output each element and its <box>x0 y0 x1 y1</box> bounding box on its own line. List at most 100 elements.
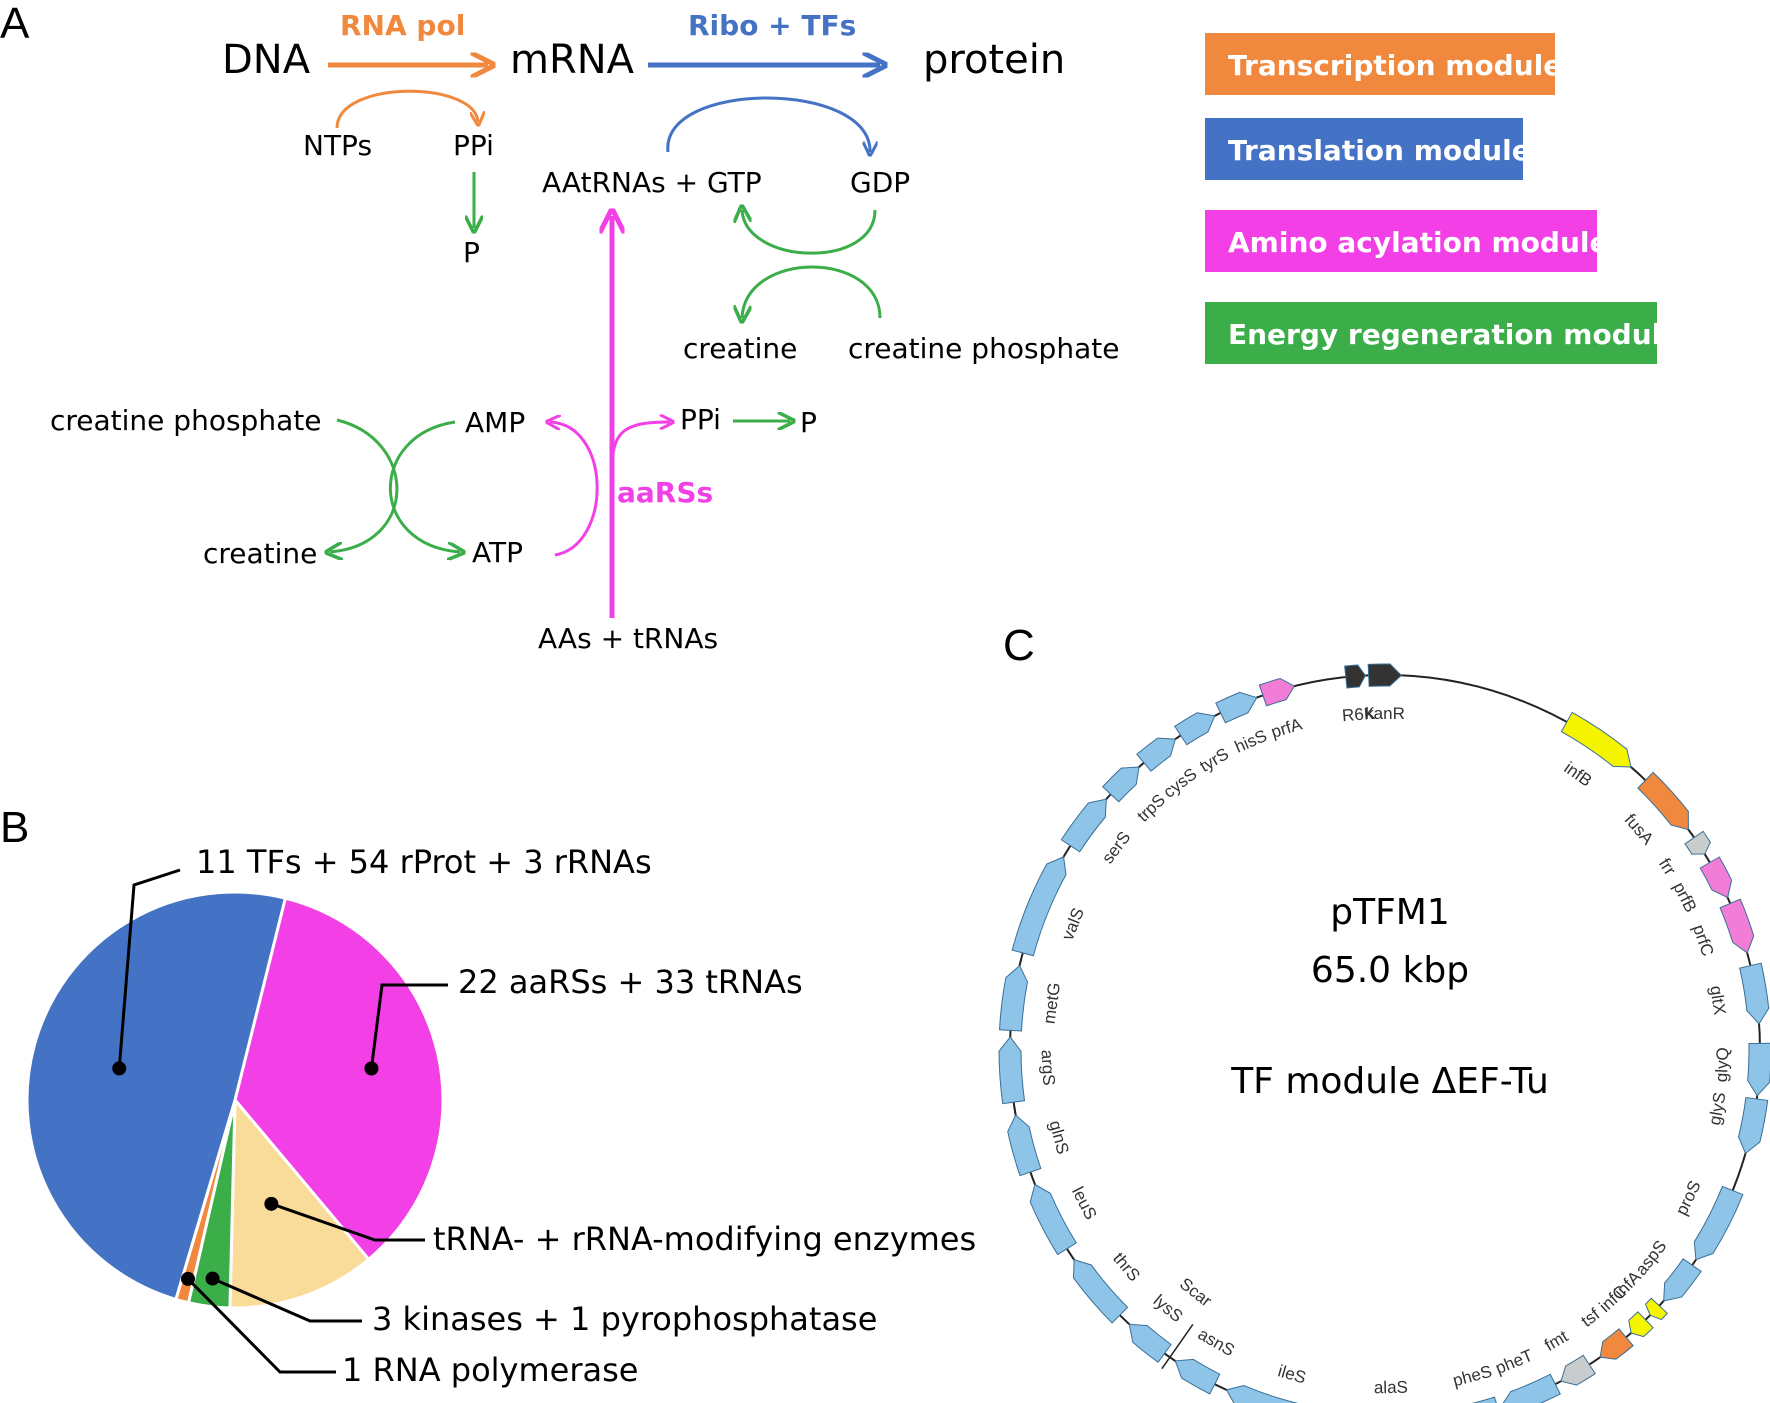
pie-slice-label: 11 TFs + 54 rProt + 3 rRNAs <box>196 843 652 881</box>
gene-arrow <box>1471 1396 1497 1403</box>
aarss-label: aaRSs <box>617 476 713 509</box>
gene-arrow <box>1684 830 1711 855</box>
creatine-phosphate-left-arrow <box>330 418 399 552</box>
creatine-right-label: creatine <box>683 332 797 365</box>
gene-arrow <box>998 1036 1026 1105</box>
gene-label: trpS <box>1133 790 1169 825</box>
gene-label: metG <box>1039 981 1064 1025</box>
plasmid-name: pTFM1 <box>1330 892 1450 933</box>
gene-arrow <box>1747 1042 1770 1097</box>
pie-slice <box>233 896 445 1262</box>
gene-arrow <box>1073 1259 1129 1324</box>
legend-swatch <box>1205 33 1555 95</box>
plasmid-size: 65.0 kbp <box>1311 950 1469 991</box>
p-mid-label: P <box>800 406 817 439</box>
creatine-left-label: creatine <box>203 537 317 570</box>
pie-label-group: tRNA- + rRNA-modifying enzymes <box>264 1196 976 1258</box>
gene-arrow <box>1560 1354 1596 1386</box>
aatrnas-gtp-label: AAtRNAs + GTP <box>542 166 762 199</box>
gene-label: aspS <box>1632 1237 1671 1279</box>
ntp-ppi-arrow <box>335 89 478 129</box>
gene-arrow <box>1101 766 1140 803</box>
aas-trnas-label: AAs + tRNAs <box>538 622 718 655</box>
pie-slice <box>228 1095 371 1310</box>
amp-label: AMP <box>465 406 525 439</box>
gene-label: prfA <box>1269 714 1305 741</box>
pie-leader-dot <box>180 1271 195 1286</box>
gene-label: valS <box>1058 905 1088 943</box>
mrna-label: mRNA <box>510 37 635 83</box>
gene-label: kanR <box>1365 704 1405 723</box>
ppi-mid-label: PPi <box>680 403 721 436</box>
legend-item: Amino acylation module <box>1205 210 1608 272</box>
gene-arrow <box>1029 1183 1077 1256</box>
gene-label: lysS <box>1150 1291 1187 1326</box>
pie-leader-dot <box>264 1196 279 1211</box>
pie-slice-label: 3 kinases + 1 pyrophosphatase <box>372 1300 877 1338</box>
gene-label: pheT <box>1493 1346 1536 1378</box>
gene-arrow <box>1599 1328 1634 1360</box>
dna-label: DNA <box>222 37 311 83</box>
pie-slice-label: tRNA- + rRNA-modifying enzymes <box>433 1220 976 1258</box>
gene-arrow <box>1663 1258 1702 1302</box>
pie-chart <box>25 890 445 1310</box>
creatine-phosphate-right-label: creatine phosphate <box>848 332 1119 365</box>
gene-arrow <box>1560 711 1632 768</box>
gene-arrow <box>1644 1297 1669 1321</box>
panel-a-letter: A <box>0 0 30 48</box>
gene-label: cysS <box>1160 764 1201 802</box>
legend-item: Transcription module <box>1205 33 1562 95</box>
gene-arrow <box>1737 1096 1769 1155</box>
amp-atp-arrow <box>388 420 460 552</box>
legend-swatch <box>1205 302 1657 364</box>
gene-label: argS <box>1038 1049 1059 1086</box>
creatine-phosphate-right-arrow <box>742 265 882 318</box>
scar-marker <box>1161 1323 1194 1370</box>
gene-label: infB <box>1561 758 1596 790</box>
gene-arrow <box>1693 1185 1744 1261</box>
gene-arrow <box>999 964 1028 1032</box>
p-top-label: P <box>463 236 480 269</box>
pie-slice <box>25 890 288 1302</box>
pie-leader-line <box>369 983 448 1069</box>
gene-arrow <box>1502 1373 1561 1403</box>
atp-amp-arrow <box>550 422 599 557</box>
gene-label: gltX <box>1706 984 1729 1016</box>
ppi-top-label: PPi <box>453 129 494 162</box>
pie-leader-line <box>270 1202 425 1242</box>
pie-label-group: 3 kinases + 1 pyrophosphatase <box>205 1271 877 1338</box>
ntps-label: NTPs <box>303 129 372 162</box>
gene-label: thrS <box>1109 1249 1144 1285</box>
pie-leader-dot <box>112 1061 127 1076</box>
atp-label: ATP <box>472 536 523 569</box>
scar-label: Scar <box>1176 1274 1216 1311</box>
ribo-tfs-label: Ribo + TFs <box>688 9 856 42</box>
gene-label: alaS <box>1374 1378 1408 1398</box>
gene-label: frr <box>1655 855 1680 879</box>
gdp-regen-arrow <box>742 210 877 255</box>
gene-label: ileS <box>1276 1361 1308 1387</box>
gene-arrow <box>1628 1311 1654 1338</box>
creatine-phosphate-left-label: creatine phosphate <box>50 404 321 437</box>
legend-label: Energy regeneration module <box>1228 318 1680 351</box>
legend-label: Amino acylation module <box>1228 226 1608 259</box>
gene-arrow <box>1011 856 1067 957</box>
gene-arrow <box>1258 677 1295 707</box>
pie-slice-label: 1 RNA polymerase <box>342 1351 638 1389</box>
gene-arrow <box>1007 1114 1042 1177</box>
pie-leader-dot <box>364 1061 379 1076</box>
legend-item: Translation module <box>1205 118 1531 180</box>
gene-arrow <box>1136 737 1176 772</box>
gene-arrow <box>1225 1385 1299 1403</box>
panel-a: A DNA mRNA protein RNA pol NTPs PPi P Ri… <box>0 0 1119 655</box>
gene-label: hisS <box>1232 726 1270 757</box>
gene-arrow <box>1367 663 1403 687</box>
legend-swatch <box>1205 118 1523 180</box>
gene-arrow <box>1719 898 1755 954</box>
gene-arrow <box>1699 856 1733 899</box>
pie-leader-line <box>211 1277 362 1323</box>
panel-c: C R6KkanRinfBfusAfrrprfBprfCgltXglyQglyS… <box>998 621 1770 1403</box>
